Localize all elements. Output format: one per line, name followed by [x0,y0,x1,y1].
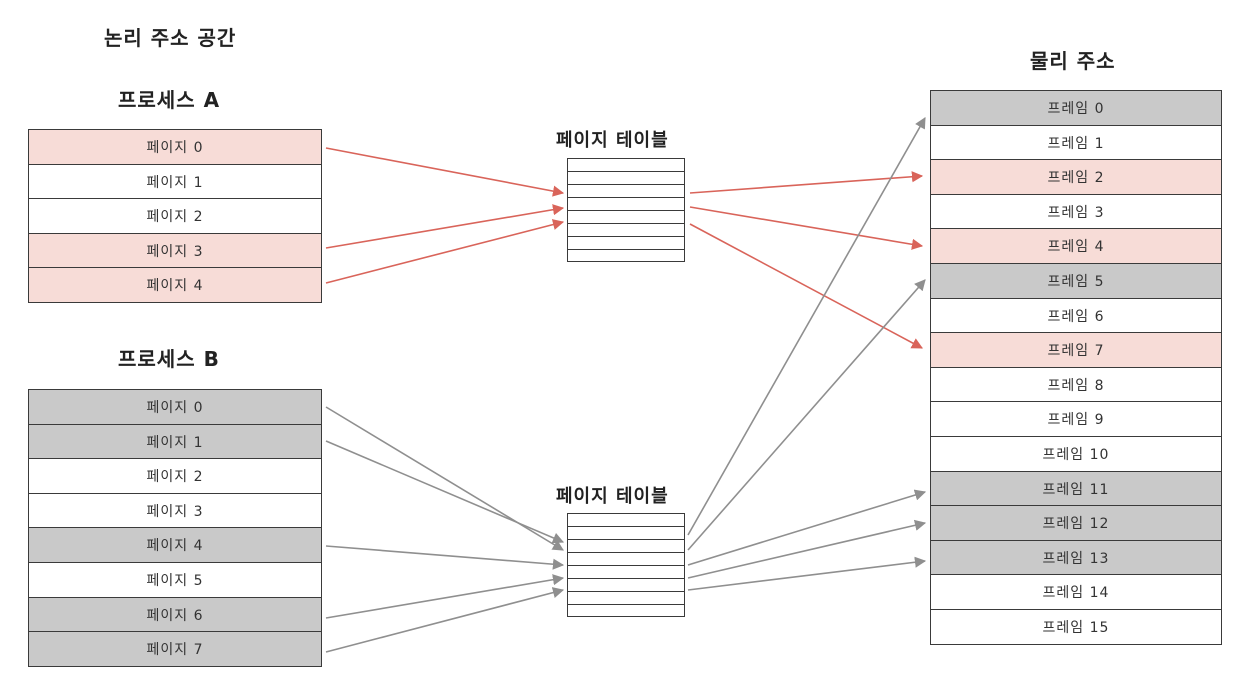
page-table-a-title: 페이지 테이블 [556,130,669,151]
process-b-page-6: 페이지 6 [28,596,322,633]
page-table-b [567,513,685,617]
page-table-a [567,158,685,262]
process-b-page-4: 페이지 4 [28,527,322,564]
arrow-b-page7-to-table [325,587,565,653]
page-table-row-line [568,171,684,172]
process-a-page-3: 페이지 3 [28,232,322,269]
page-table-row-line [568,210,684,211]
arrow-b-page1-to-table [325,440,565,544]
frame-10: 프레임 10 [930,436,1222,473]
page-table-row-line [568,552,684,553]
page-table-row-line [568,249,684,250]
page-table-row-line [568,539,684,540]
arrow-table-b-to-frame12 [687,519,927,579]
frame-6: 프레임 6 [930,297,1222,334]
frame-15: 프레임 15 [930,609,1222,646]
process-a-page-1: 페이지 1 [28,163,322,200]
page-table-row-line [568,565,684,566]
page-table-row-line [568,236,684,237]
process-b-page-3: 페이지 3 [28,492,322,529]
physical-address-title: 물리 주소 [1030,49,1116,73]
arrow-a-page0-to-table [325,147,565,197]
process-b-page-1: 페이지 1 [28,423,322,460]
arrow-table-b-to-frame11 [687,489,927,566]
frame-2: 프레임 2 [930,159,1222,196]
page-table-row-line [568,578,684,579]
page-table-row-line [568,526,684,527]
frame-14: 프레임 14 [930,574,1222,611]
page-table-b-title: 페이지 테이블 [556,486,669,507]
arrow-table-b-to-frame13 [687,556,927,591]
process-b-page-0: 페이지 0 [28,389,322,426]
frame-4: 프레임 4 [930,228,1222,265]
page-table-row-line [568,184,684,185]
page-table-row-line [568,223,684,224]
process-a-page-2: 페이지 2 [28,198,322,235]
process-a-page-0: 페이지 0 [28,129,322,166]
arrow-table-a-to-frame4 [689,206,924,250]
arrow-table-b-to-frame0 [687,117,926,536]
arrow-table-b-to-frame5 [687,279,926,551]
logical-address-space-title: 논리 주소 공간 [104,26,237,50]
page-table-row-line [568,591,684,592]
page-table-row-line [568,604,684,605]
frame-0: 프레임 0 [930,90,1222,127]
arrow-a-page4-to-table [325,219,565,284]
arrow-b-page0-to-table [325,406,564,551]
arrow-b-page4-to-table [325,545,565,570]
arrow-table-a-to-frame2 [689,171,924,194]
frame-7: 프레임 7 [930,332,1222,369]
arrow-a-page3-to-table [325,204,565,249]
process-b-page-7: 페이지 7 [28,631,322,668]
page-table-row-line [568,197,684,198]
arrow-b-page6-to-table [325,574,565,619]
process-a-page-4: 페이지 4 [28,267,322,304]
frame-5: 프레임 5 [930,263,1222,300]
arrow-table-a-to-frame7 [689,223,923,349]
process-b-title: 프로세스 B [118,347,220,371]
process-a-title: 프로세스 A [118,88,221,112]
frame-9: 프레임 9 [930,401,1222,438]
